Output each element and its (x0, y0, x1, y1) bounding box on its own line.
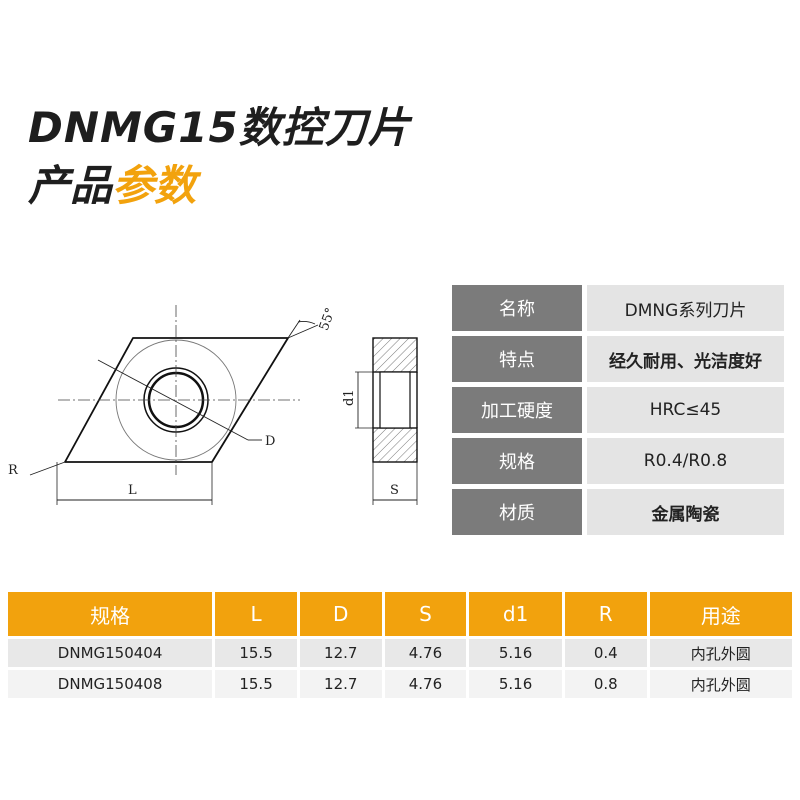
spec-key: 名称 (452, 285, 582, 331)
parameter-table: 规格 L D S d1 R 用途 DNMG150404 15.5 12.7 4.… (8, 592, 793, 698)
spec-value: DMNG系列刀片 (587, 285, 784, 331)
table-cell: 5.16 (469, 670, 562, 698)
table-cell: 15.5 (215, 670, 297, 698)
table-cell: DNMG150408 (8, 670, 213, 698)
subtitle-accent-text: 参数 (112, 161, 197, 210)
table-cell: 4.76 (384, 639, 467, 667)
label-S: S (390, 483, 399, 498)
table-cell: 15.5 (215, 639, 297, 667)
insert-side-section: d1 S (342, 337, 418, 505)
spec-row-material: 材质 金属陶瓷 (452, 489, 784, 535)
section-bottom-hatch (372, 427, 418, 463)
spec-key: 材质 (452, 489, 582, 535)
table-cell: 5.16 (469, 639, 562, 667)
subtitle-dark-text: 产品 (28, 161, 113, 210)
spec-row-hardness: 加工硬度 HRC≤45 (452, 387, 784, 433)
table-cell: 12.7 (299, 670, 382, 698)
label-angle: 55° (317, 306, 339, 333)
label-R: R (8, 463, 19, 478)
angle-arc (287, 319, 319, 339)
label-D: D (265, 434, 275, 449)
table-cell: 0.4 (564, 639, 647, 667)
spec-value: 经久耐用、光洁度好 (587, 336, 784, 382)
page-subtitle: 产品参数 (28, 152, 196, 213)
table-cell: 0.8 (564, 670, 647, 698)
section-hole (379, 371, 411, 429)
rhombus-insert-view: D 55° R L (8, 305, 339, 505)
header-cell: R (564, 592, 647, 636)
table-row: DNMG150408 15.5 12.7 4.76 5.16 0.8 内孔外圆 (8, 670, 793, 698)
radius-leader (29, 461, 66, 476)
table-cell: 4.76 (384, 670, 467, 698)
section-top-hatch (372, 337, 418, 373)
table-cell: 内孔外圆 (649, 639, 793, 667)
spec-panel: 名称 DMNG系列刀片 特点 经久耐用、光洁度好 加工硬度 HRC≤45 规格 … (452, 285, 784, 540)
header-cell: L (215, 592, 297, 636)
spec-value: 金属陶瓷 (587, 489, 784, 535)
table-cell: 内孔外圆 (649, 670, 793, 698)
label-L: L (128, 483, 137, 498)
header-cell: 规格 (8, 592, 213, 636)
header-cell: 用途 (649, 592, 793, 636)
table-row: DNMG150404 15.5 12.7 4.76 5.16 0.4 内孔外圆 (8, 639, 793, 667)
insert-technical-drawing: D 55° R L d1 S (8, 305, 418, 505)
header-cell: D (299, 592, 382, 636)
table-cell: DNMG150404 (8, 639, 213, 667)
spec-key: 特点 (452, 336, 582, 382)
spec-row-spec: 规格 R0.4/R0.8 (452, 438, 784, 484)
spec-value: HRC≤45 (587, 387, 784, 433)
spec-key: 规格 (452, 438, 582, 484)
spec-value: R0.4/R0.8 (587, 438, 784, 484)
diameter-line (97, 359, 249, 441)
spec-row-features: 特点 经久耐用、光洁度好 (452, 336, 784, 382)
spec-key: 加工硬度 (452, 387, 582, 433)
label-d1: d1 (342, 389, 357, 406)
table-cell: 12.7 (299, 639, 382, 667)
header-cell: d1 (469, 592, 562, 636)
table-header: 规格 L D S d1 R 用途 (8, 592, 793, 636)
spec-row-name: 名称 DMNG系列刀片 (452, 285, 784, 331)
page-title: DNMG15数控刀片 (28, 103, 411, 152)
header-cell: S (384, 592, 467, 636)
